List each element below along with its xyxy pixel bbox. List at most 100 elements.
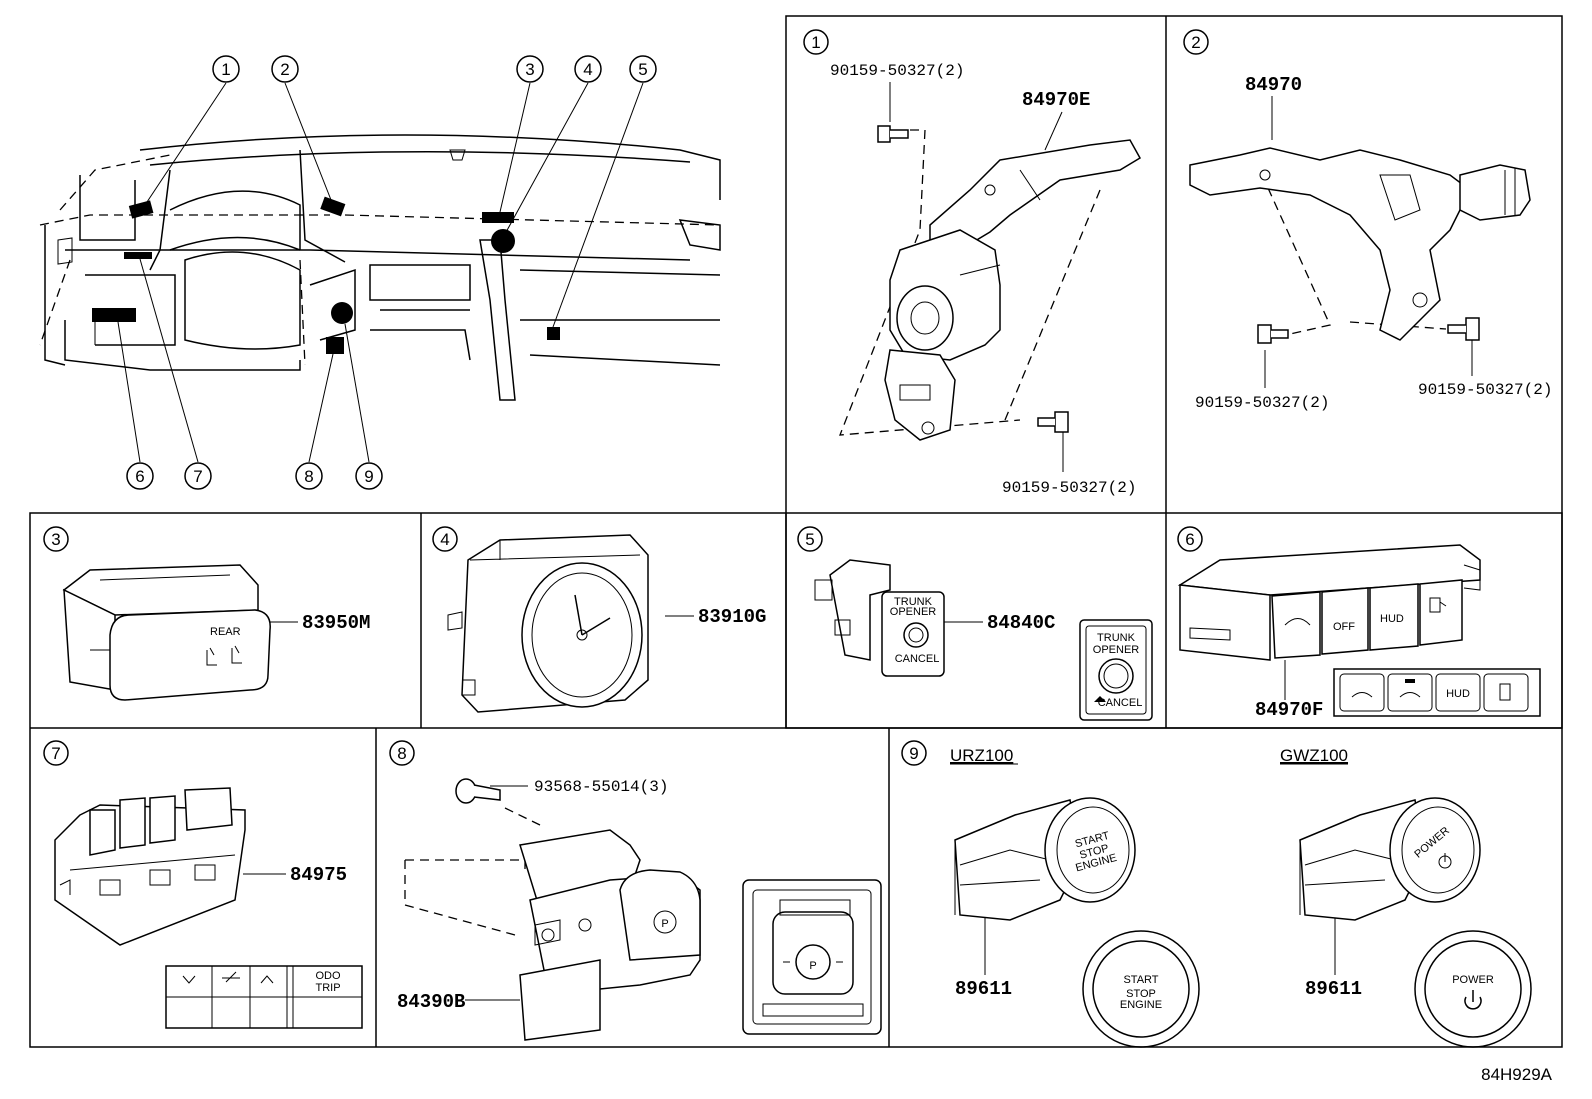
model-urz100: URZ100 bbox=[950, 746, 1013, 765]
callout-4-label: 4 bbox=[583, 60, 592, 79]
callout-8: 8 bbox=[295, 462, 323, 490]
callout-2: 2 bbox=[271, 55, 299, 83]
panel-7-part-number: 84975 bbox=[290, 864, 347, 886]
power-switch-face: POWER bbox=[1414, 930, 1532, 1048]
trunk-icon bbox=[1284, 618, 1311, 626]
power-icon bbox=[1464, 990, 1482, 1010]
callout-7: 7 bbox=[184, 462, 212, 490]
odo-label: ODO bbox=[315, 970, 341, 982]
fuel-door-icon bbox=[1429, 597, 1447, 613]
panel-6: 6 84970F HUD OFF HUD bbox=[1177, 526, 1541, 721]
trunk-opener-detail-cancel: CANCEL bbox=[1098, 697, 1143, 709]
trunk-off-icon bbox=[1399, 692, 1421, 698]
seat-heater-icon bbox=[206, 645, 242, 666]
dashboard-overview bbox=[39, 82, 721, 463]
hud-label: HUD bbox=[1380, 613, 1404, 625]
panel-5-index: 5 bbox=[805, 530, 814, 549]
trunk-opener-switch: TRUNK OPENER CANCEL bbox=[814, 559, 945, 677]
callout-6: 6 bbox=[126, 462, 154, 490]
panel-9-part-number-b: 89611 bbox=[1305, 978, 1362, 1000]
brightness-icon bbox=[222, 971, 240, 983]
engine-start-switch: START STOP ENGINE bbox=[954, 797, 1136, 921]
panel-4-index: 4 bbox=[440, 530, 449, 549]
panel-4-part-number: 83910G bbox=[698, 606, 766, 628]
chevron-up-icon bbox=[260, 975, 274, 984]
meter-control-face: ODO TRIP bbox=[165, 965, 363, 1029]
bolt-icon bbox=[1447, 317, 1480, 341]
panel-8-index: 8 bbox=[397, 744, 406, 763]
trunk-opener-face-cancel: CANCEL bbox=[895, 653, 940, 665]
callout-4: 4 bbox=[574, 55, 602, 83]
panel-8-part-number: 84390B bbox=[397, 991, 465, 1013]
parking-brake-switch: P bbox=[519, 829, 701, 1041]
panel-2: 2 84970 90159-50327(2) 90159-50327(2) bbox=[1183, 29, 1552, 412]
callout-9-label: 9 bbox=[364, 467, 373, 486]
panel-2-bolt-left: 90159-50327(2) bbox=[1195, 394, 1329, 412]
panel-1-bolt-bottom: 90159-50327(2) bbox=[1002, 479, 1136, 497]
combination-switch bbox=[884, 139, 1142, 441]
panel-6-index: 6 bbox=[1185, 530, 1194, 549]
bolt-icon bbox=[455, 778, 501, 804]
callout-8-label: 8 bbox=[304, 467, 313, 486]
panel-5: 5 84840C TRUNK OPENER CANCEL TRUNK OPENE… bbox=[797, 526, 1153, 721]
clock bbox=[447, 534, 649, 713]
panel-2-index: 2 bbox=[1191, 33, 1200, 52]
panel-1: 1 90159-50327(2) 84970E 90159-50327(2) bbox=[803, 29, 1142, 497]
trunk-opener-face: TRUNK OPENER CANCEL bbox=[1079, 619, 1153, 721]
panel-5-part-number: 84840C bbox=[987, 612, 1055, 634]
trunk-opener-detail-line2: OPENER bbox=[1093, 644, 1140, 656]
model-gwz100: GWZ100 bbox=[1280, 746, 1348, 765]
callout-6-label: 6 bbox=[135, 467, 144, 486]
parking-brake-symbol: P bbox=[661, 918, 668, 930]
multi-switch-face: HUD bbox=[1333, 668, 1541, 717]
panel-3-part-number: 83950M bbox=[302, 612, 370, 634]
panel-9-index: 9 bbox=[909, 744, 918, 763]
engine-start-face: START STOP ENGINE bbox=[1082, 930, 1200, 1048]
trunk-opener-detail-line1: TRUNK bbox=[1097, 632, 1136, 644]
panel-8-bolt: 93568-55014(3) bbox=[534, 778, 668, 796]
panel-1-index: 1 bbox=[811, 33, 820, 52]
trip-label: TRIP bbox=[315, 982, 340, 994]
panel-3: 3 83950M REAR bbox=[43, 526, 370, 701]
panel-2-bolt-right: 90159-50327(2) bbox=[1418, 381, 1552, 399]
callout-3: 3 bbox=[516, 55, 544, 83]
bolt-icon bbox=[877, 125, 909, 143]
panel-6-part-number: 84970F bbox=[1255, 699, 1323, 721]
combination-switch bbox=[1189, 147, 1531, 341]
panel-9-part-number-a: 89611 bbox=[955, 978, 1012, 1000]
chevron-down-icon bbox=[182, 975, 196, 984]
callout-9: 9 bbox=[355, 462, 383, 490]
panel-3-index: 3 bbox=[51, 530, 60, 549]
panel-9: 9 URZ100 GWZ100 89611 89611 START STOP E… bbox=[901, 740, 1532, 1048]
callout-7-label: 7 bbox=[193, 467, 202, 486]
parking-brake-face-symbol: P bbox=[809, 960, 816, 972]
callout-5: 5 bbox=[629, 55, 657, 83]
bolt-icon bbox=[1257, 324, 1289, 344]
off-label: OFF bbox=[1333, 621, 1355, 633]
parking-brake-face: P bbox=[742, 879, 882, 1035]
start-face-label: START bbox=[1123, 974, 1158, 986]
stop-face-label: STOP bbox=[1126, 988, 1156, 1000]
panel-8: 8 93568-55014(3) 84390B P bbox=[389, 740, 882, 1041]
bolt-icon bbox=[1037, 411, 1069, 433]
callout-2-label: 2 bbox=[280, 60, 289, 79]
callout-3-label: 3 bbox=[525, 60, 534, 79]
seat-heater-switch: REAR bbox=[62, 564, 271, 701]
trunk-icon bbox=[1351, 692, 1373, 698]
power-icon bbox=[1438, 853, 1452, 869]
panel-2-part-number: 84970 bbox=[1245, 74, 1302, 96]
trunk-opener-face-line2: OPENER bbox=[890, 606, 937, 618]
power-switch: POWER bbox=[1299, 797, 1481, 921]
callout-1-label: 1 bbox=[221, 60, 230, 79]
diagram-reference: 84H929A bbox=[1481, 1065, 1553, 1084]
multi-switch: HUD OFF bbox=[1177, 544, 1481, 661]
panel-7: 7 84975 ODO TRIP bbox=[43, 740, 363, 1029]
rear-label: REAR bbox=[210, 626, 241, 638]
engine-face-label: ENGINE bbox=[1120, 999, 1162, 1011]
trunk-opener-face-line1: TRUNK bbox=[894, 596, 933, 608]
hud-face-label: HUD bbox=[1446, 688, 1470, 700]
panel-frame bbox=[29, 15, 1563, 1048]
meter-control-switch bbox=[54, 787, 246, 946]
power-face-label: POWER bbox=[1452, 974, 1494, 986]
